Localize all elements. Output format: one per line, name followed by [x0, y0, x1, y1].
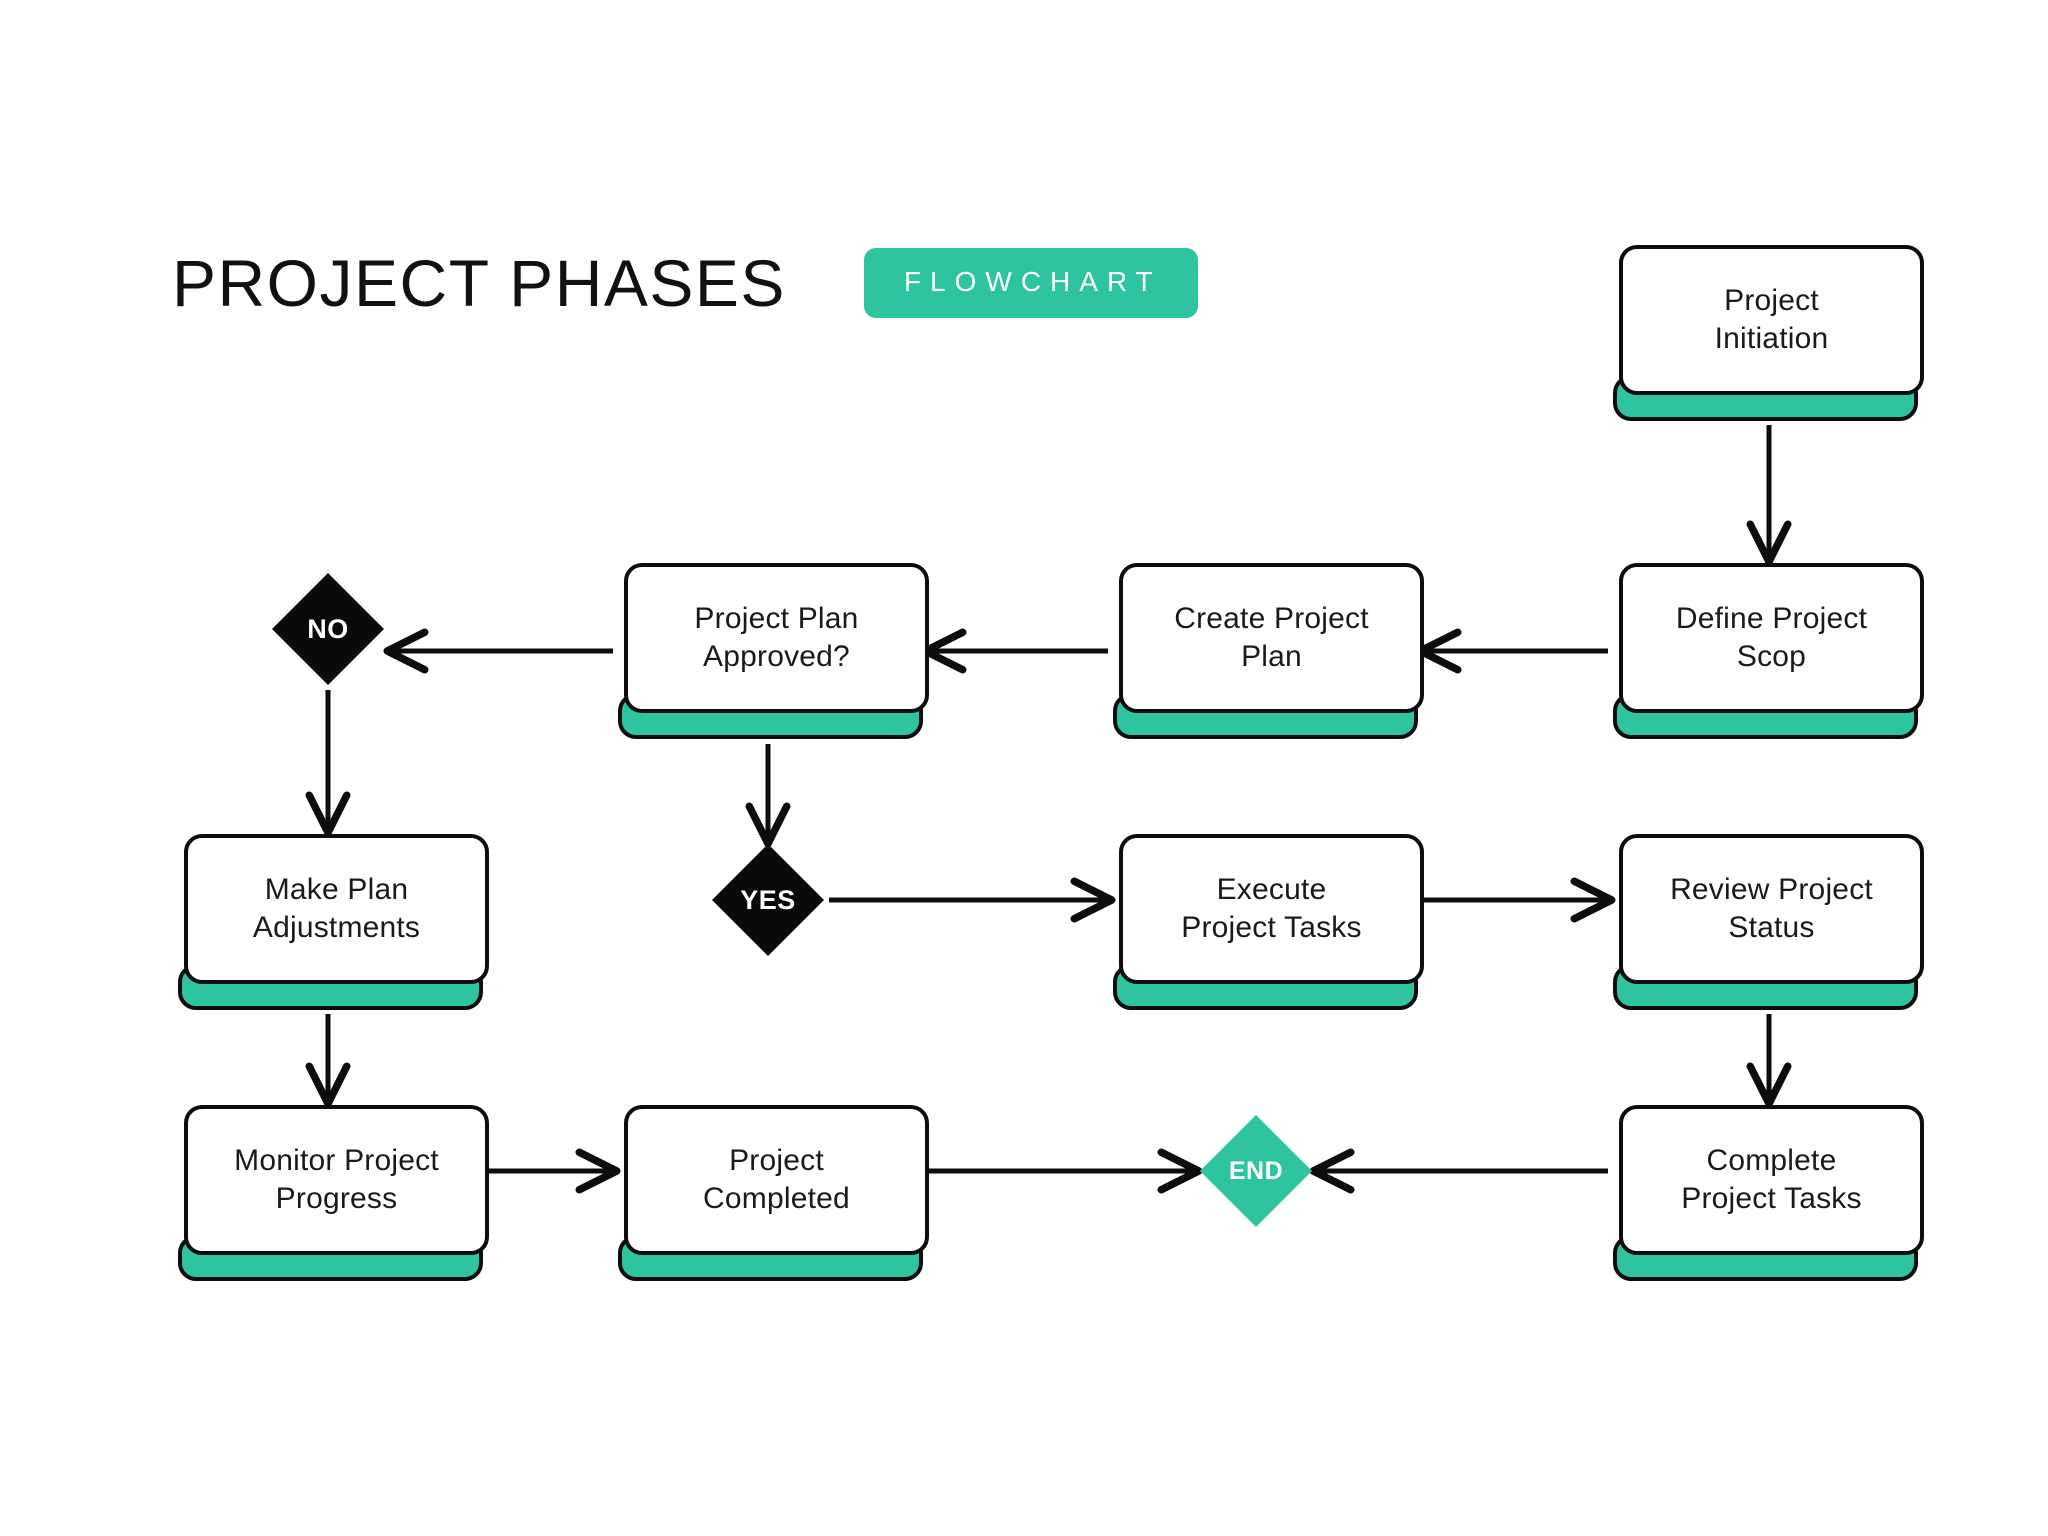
node-face: Complete Project Tasks: [1619, 1105, 1924, 1255]
node-label: Review Project Status: [1670, 872, 1873, 944]
node-face: Execute Project Tasks: [1119, 834, 1424, 984]
node-complete-project-tasks[interactable]: Complete Project Tasks: [1613, 1105, 1924, 1281]
node-label: Project Completed: [703, 1143, 850, 1215]
node-face: Create Project Plan: [1119, 563, 1424, 713]
node-face: Review Project Status: [1619, 834, 1924, 984]
node-label: Define Project Scop: [1675, 601, 1868, 673]
node-project-plan-approved[interactable]: Project Plan Approved?: [618, 563, 929, 739]
node-label: Project Plan Approved?: [694, 601, 859, 673]
page-title: PROJECT PHASES: [172, 246, 786, 320]
flowchart-badge: FLOWCHART: [863, 248, 1198, 318]
node-project-initiation[interactable]: Project Initiation: [1613, 245, 1924, 421]
node-execute-project-tasks[interactable]: Execute Project Tasks: [1113, 834, 1424, 1010]
header: PROJECT PHASES FLOWCHART: [172, 248, 1198, 318]
node-face: Project Plan Approved?: [624, 563, 929, 713]
node-face: Project Completed: [624, 1105, 929, 1255]
decision-no[interactable]: NO: [272, 573, 384, 685]
node-label: Create Project Plan: [1174, 601, 1369, 673]
node-monitor-project-progress[interactable]: Monitor Project Progress: [178, 1105, 489, 1281]
node-define-project-scop[interactable]: Define Project Scop: [1613, 563, 1924, 739]
node-make-plan-adjustments[interactable]: Make Plan Adjustments: [178, 834, 489, 1010]
node-label: Execute Project Tasks: [1181, 872, 1362, 944]
node-face: Make Plan Adjustments: [184, 834, 489, 984]
decision-yes-label: YES: [740, 884, 796, 915]
node-label: Monitor Project Progress: [234, 1143, 439, 1215]
node-label: Complete Project Tasks: [1681, 1143, 1862, 1215]
node-label: Project Initiation: [1714, 283, 1829, 355]
node-face: Monitor Project Progress: [184, 1105, 489, 1255]
decision-no-label: NO: [307, 613, 349, 644]
node-create-project-plan[interactable]: Create Project Plan: [1113, 563, 1424, 739]
node-face: Project Initiation: [1619, 245, 1924, 395]
terminator-end[interactable]: END: [1200, 1115, 1312, 1227]
node-face: Define Project Scop: [1619, 563, 1924, 713]
decision-yes[interactable]: YES: [712, 844, 824, 956]
node-project-completed[interactable]: Project Completed: [618, 1105, 929, 1281]
terminator-end-label: END: [1228, 1156, 1284, 1185]
node-label: Make Plan Adjustments: [252, 872, 421, 944]
node-review-project-status[interactable]: Review Project Status: [1613, 834, 1924, 1010]
